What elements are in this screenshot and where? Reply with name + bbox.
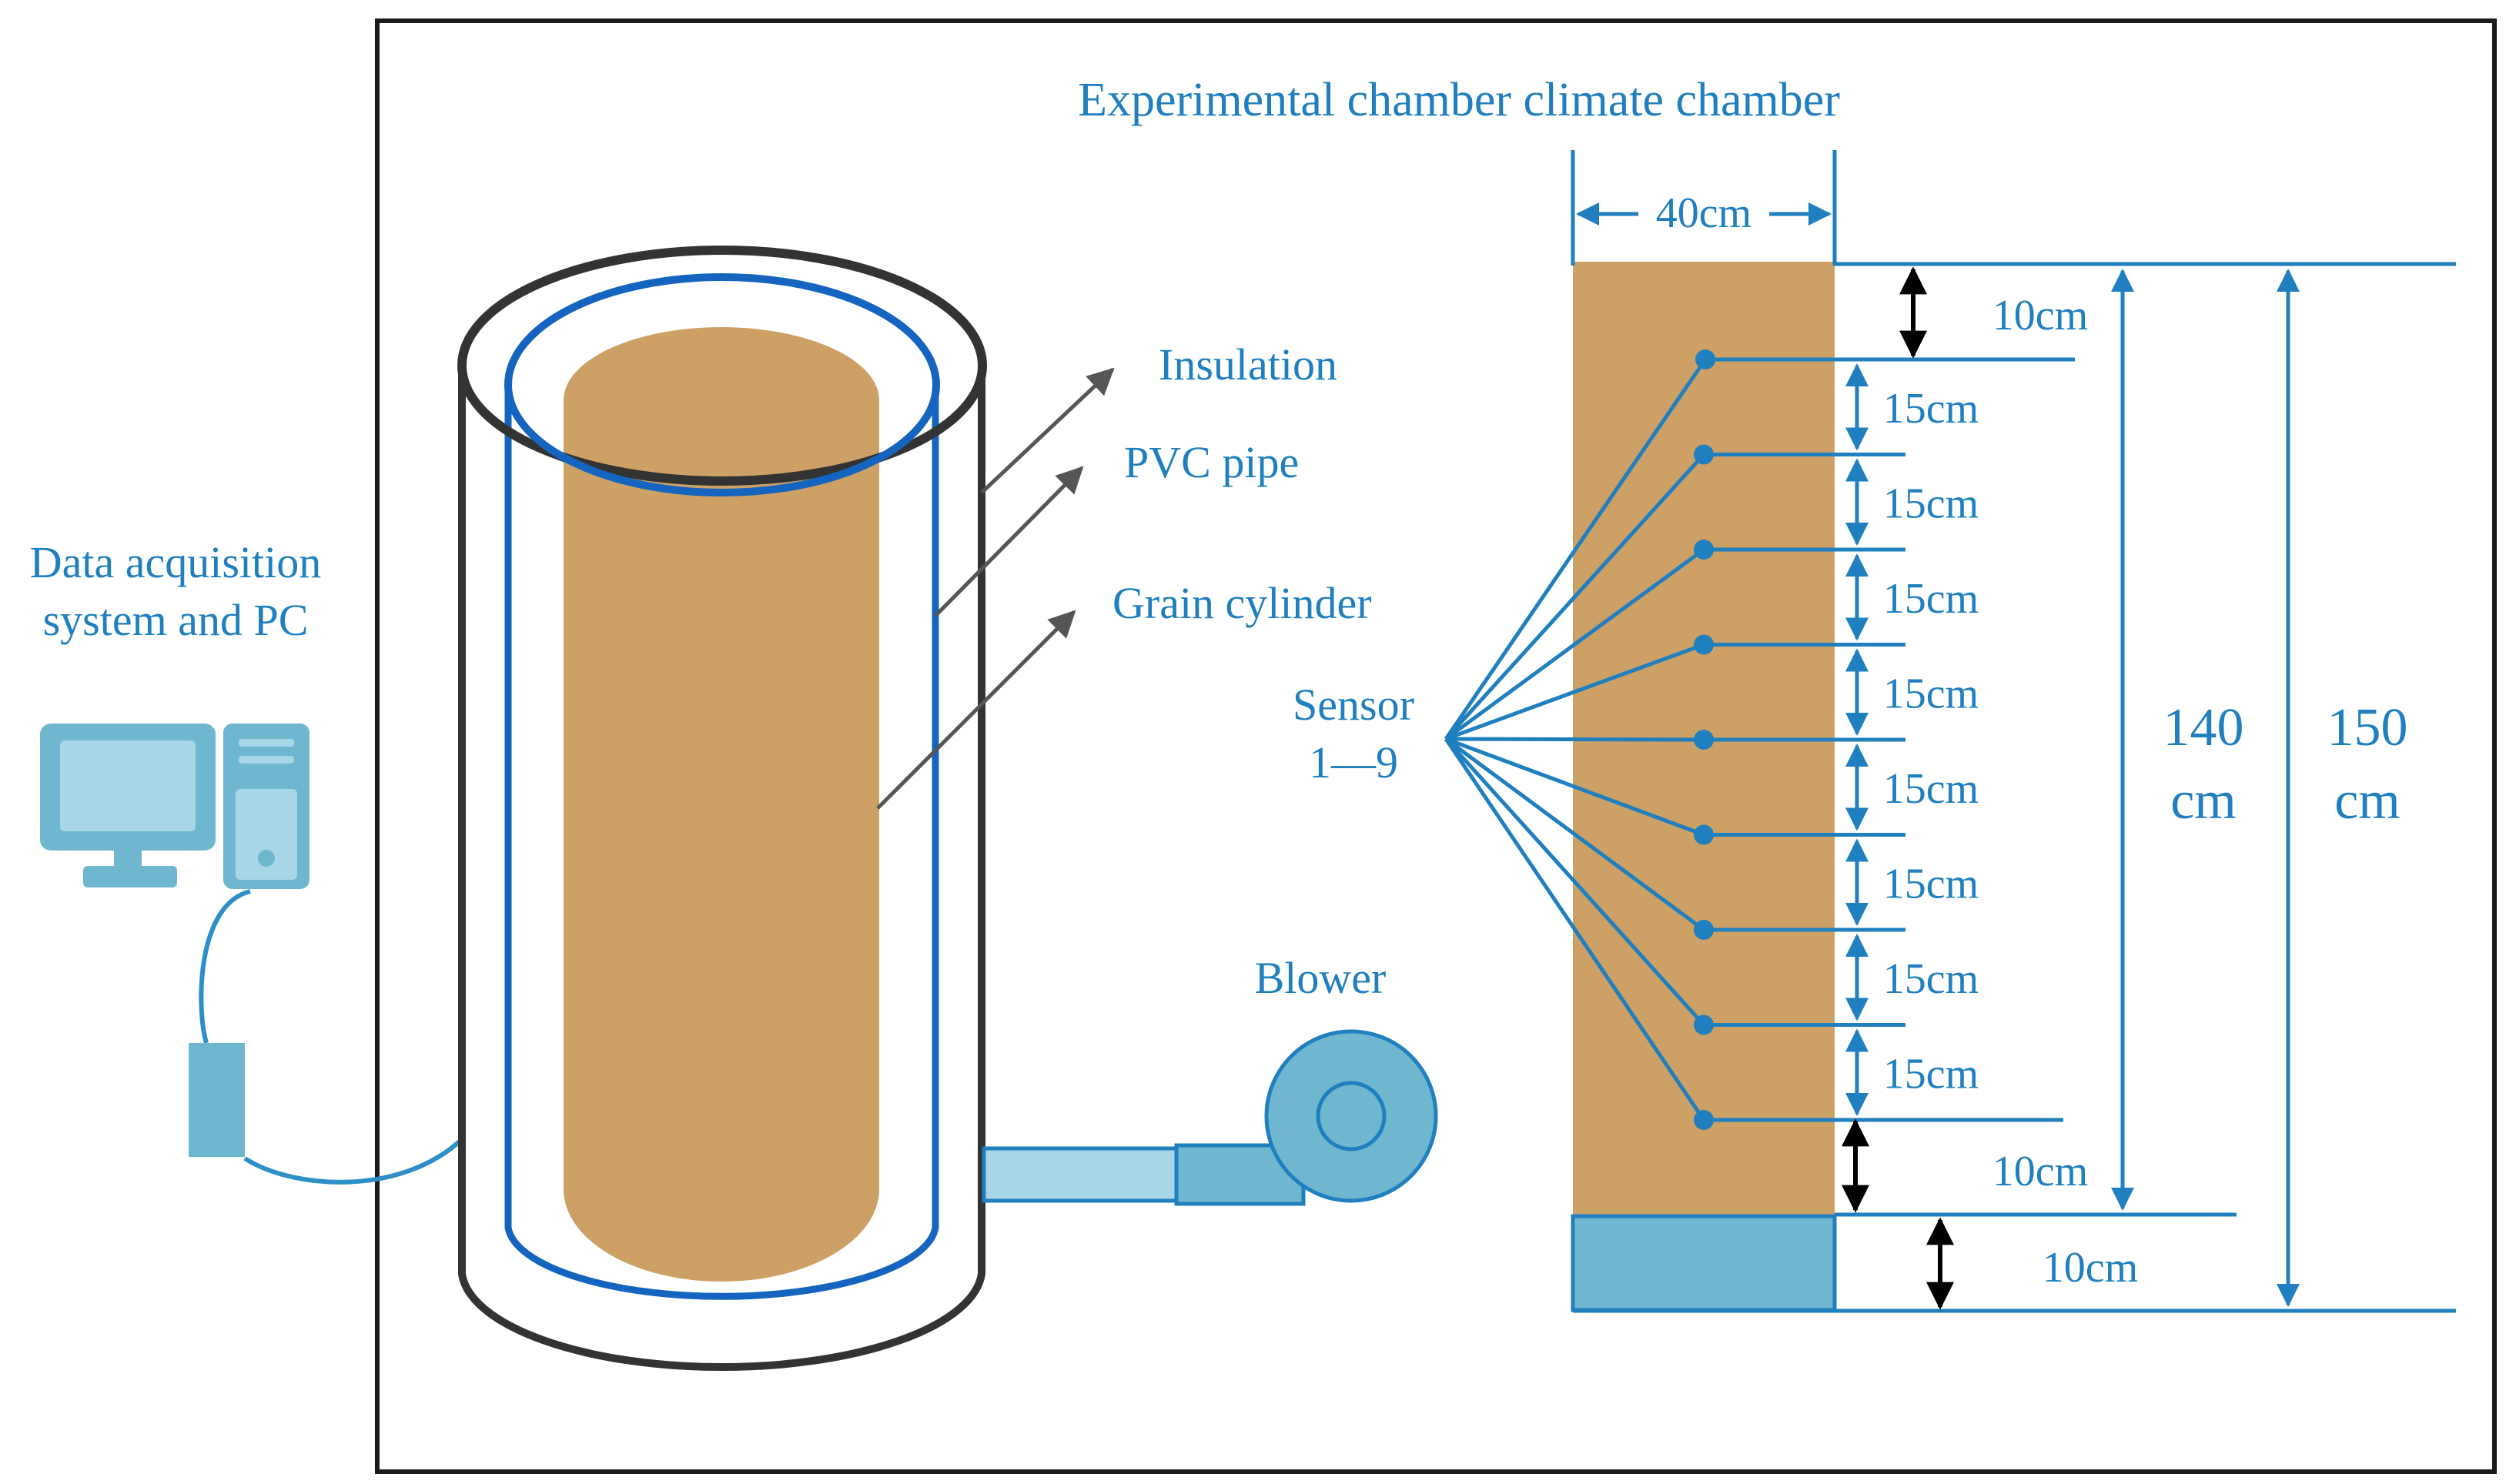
spacing-label-7: 15cm (1883, 955, 1979, 1003)
sensor-label-line1: Sensor (1293, 680, 1414, 730)
base-plenum (1571, 1214, 1837, 1312)
inner-height-value: 140 (2163, 698, 2244, 757)
spacing-label-6: 15cm (1883, 860, 1979, 907)
grain-cylinder-label: Grain cylinder (1112, 578, 1372, 628)
top-gap-label: 10cm (1992, 292, 2088, 339)
sensor-point-6 (1694, 824, 1714, 845)
insulation-label: Insulation (1159, 339, 1337, 389)
base-height-label: 10cm (2043, 1244, 2138, 1292)
pc-label-line1: Data acquisition (30, 537, 322, 587)
spacing-label-2: 15cm (1883, 480, 1979, 527)
insulation-top-rim (457, 246, 987, 486)
sensor-leader-3 (1444, 547, 1705, 741)
sensor-point-7 (1694, 920, 1714, 940)
sensor-layer: 15cm 15cm 15cm 15cm 15cm 15cm 15cm 15cm (1444, 349, 2075, 1130)
pc-icon (40, 724, 309, 889)
pvc-pipe-pointer (934, 466, 1084, 617)
sensor-point-9 (1694, 1110, 1714, 1130)
logger-cable (243, 1137, 464, 1185)
grain-cylinder (564, 327, 879, 1282)
width-label: 40cm (1656, 189, 1752, 237)
sensor-point-3 (1694, 540, 1714, 560)
sensor-leader-1 (1444, 358, 1708, 740)
blower-label: Blower (1255, 953, 1387, 1003)
sensor-leader-5 (1445, 737, 1705, 742)
grain-pointer (876, 610, 1076, 810)
sensor-leader-7 (1444, 737, 1705, 932)
pc-cable (199, 889, 251, 1044)
total-height-unit: cm (2334, 771, 2401, 831)
climate-chamber-frame (375, 18, 2497, 1474)
sensor-leader-2 (1444, 453, 1705, 740)
diagram-title: Experimental chamber climate chamber (1078, 74, 1840, 126)
insulation-pointer (980, 367, 1115, 494)
sensor-point-8 (1694, 1014, 1714, 1035)
sensor-leader-8 (1444, 737, 1705, 1027)
sensor-point-5 (1694, 730, 1714, 750)
pvc-pipe (504, 389, 939, 1300)
spacing-label-8: 15cm (1883, 1050, 1979, 1098)
pvc-pipe-label: PVC pipe (1124, 437, 1299, 487)
spacing-label-1: 15cm (1883, 385, 1979, 433)
bottom-gap-label: 10cm (1992, 1148, 2088, 1195)
data-logger-box (189, 1043, 245, 1157)
sensor-point-1 (1695, 349, 1715, 369)
total-height-value: 150 (2327, 698, 2408, 757)
blower (982, 1029, 1438, 1206)
sensor-label-line2: 1—9 (1309, 737, 1398, 787)
sensor-point-4 (1694, 634, 1714, 655)
pc-label-line2: system and PC (43, 595, 309, 645)
sensor-leader-4 (1445, 643, 1705, 741)
spacing-label-3: 15cm (1883, 575, 1979, 623)
blower-fan (1316, 1081, 1387, 1151)
sensor-point-2 (1694, 444, 1714, 465)
spacing-label-5: 15cm (1883, 765, 1979, 813)
inner-height-unit: cm (2170, 771, 2237, 831)
sensor-leader-9 (1444, 737, 1706, 1121)
spacing-label-4: 15cm (1883, 670, 1979, 717)
blower-duct (982, 1146, 1179, 1203)
pvc-top-rim (504, 273, 940, 496)
sensor-leader-6 (1445, 737, 1705, 837)
